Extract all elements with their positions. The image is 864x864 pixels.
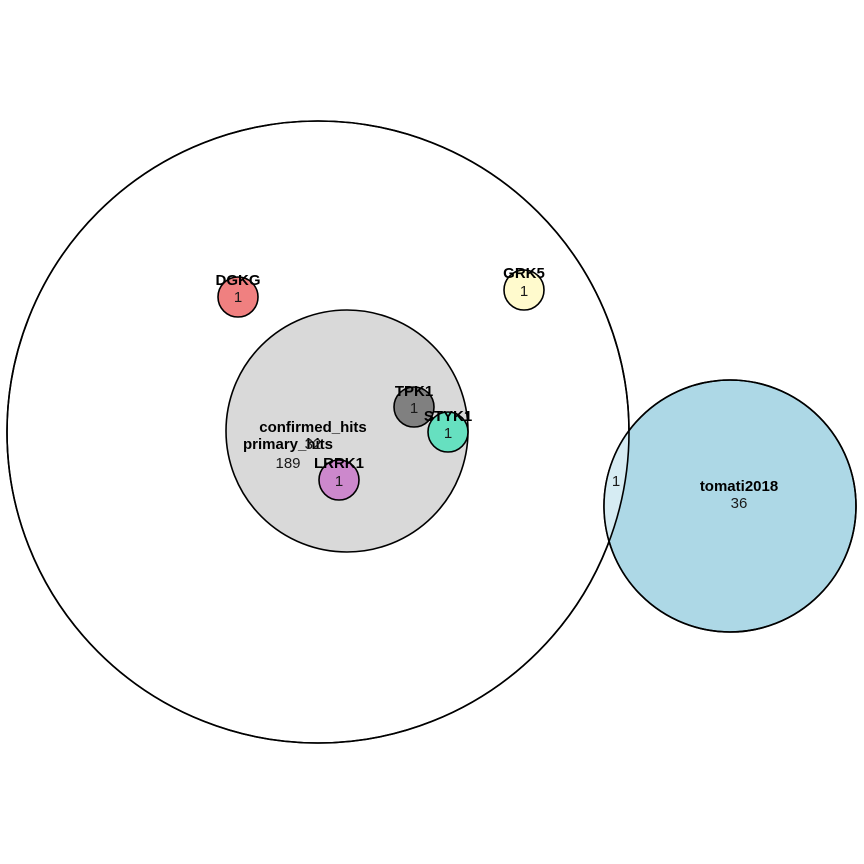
- set-grk5-count: 1: [520, 283, 528, 300]
- set-tomati2018-label: tomati2018: [700, 478, 778, 495]
- set-dgkg-count: 1: [234, 289, 242, 306]
- set-lrrk1-label: LRRK1: [314, 455, 364, 472]
- set-grk5-circle: [503, 269, 545, 311]
- set-confirmed-hits-count: 32: [305, 436, 322, 453]
- set-tpk1-label: TPK1: [395, 383, 433, 400]
- set-confirmed-hits-label: confirmed_hits: [259, 419, 367, 436]
- set-styk1-circle: [427, 411, 469, 453]
- set-lrrk1-count: 1: [335, 473, 343, 490]
- overlap-primary-tomati-count: 1: [612, 473, 620, 490]
- set-dgkg-circle: [217, 276, 259, 318]
- set-styk1-label: STYK1: [424, 408, 472, 425]
- set-lrrk1-circle: [318, 459, 360, 501]
- set-primary-hits-count: 189: [275, 455, 300, 472]
- set-styk1-count: 1: [444, 425, 452, 442]
- set-primary-hits-outline: [6, 120, 630, 744]
- set-tomati2018-outline: [603, 379, 857, 633]
- set-tomati2018-count: 36: [731, 495, 748, 512]
- set-primary-hits-label: primary_hits: [243, 436, 333, 453]
- set-dgkg-label: DGKG: [216, 272, 261, 289]
- set-tpk1-count: 1: [410, 400, 418, 417]
- set-grk5-label: GRK5: [503, 265, 545, 282]
- set-tpk1-circle: [393, 386, 435, 428]
